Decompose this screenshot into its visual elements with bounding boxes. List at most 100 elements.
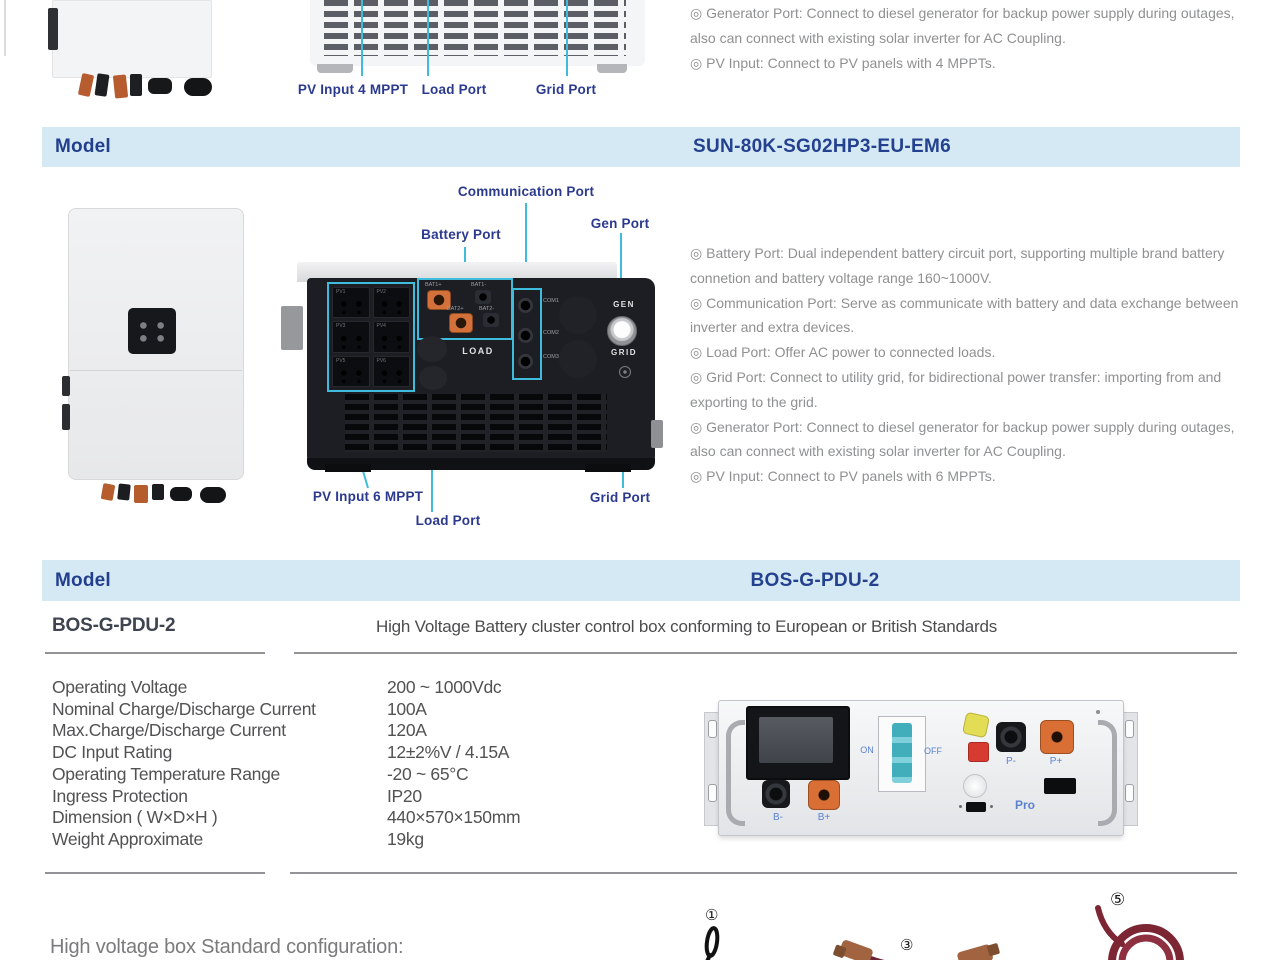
screw: [990, 805, 993, 808]
red-button: [968, 742, 989, 762]
divider: [45, 652, 265, 654]
foot: [317, 64, 353, 73]
divider: [294, 652, 1237, 654]
divider: [290, 872, 1237, 874]
gen-word: GEN: [613, 300, 635, 309]
bullet-generator-port: ◎ Generator Port: Connect to diesel gene…: [690, 5, 1235, 46]
com1-port: [518, 298, 533, 313]
vent-grille: [345, 394, 607, 452]
ground-screw: [619, 366, 631, 378]
page-left-edge-line: [4, 0, 6, 56]
battery-highlight-box: BAT1+ BAT1- BAT2+ BAT2-: [417, 278, 513, 340]
knockout-hole: [417, 336, 447, 362]
bullet-grid-port: ◎ Grid Port: Connect to utility grid, fo…: [690, 368, 1222, 410]
com2-label: COM2: [543, 330, 559, 336]
pv-connector: PV3: [332, 321, 370, 353]
breaker-switch: [878, 716, 926, 792]
pv-connector: PV2: [372, 287, 410, 319]
inverter-rear-panel-photo: PV1 PV2 PV3 PV4 PV5 PV6 BAT1+ BAT1- BAT2…: [281, 262, 665, 472]
bat1-minus-label: BAT1-: [471, 282, 487, 288]
label-grid-port-top: Grid Port: [535, 82, 597, 97]
callout-load-port: Load Port: [415, 513, 481, 528]
foot: [325, 464, 371, 472]
bat2-minus-label: BAT2-: [479, 306, 495, 312]
dc-connector: [100, 483, 116, 501]
ear-slot: [708, 720, 717, 738]
config-title: High voltage box Standard configuration:: [50, 936, 404, 958]
model-bar-pdu: Model BOS-G-PDU-2: [42, 560, 1240, 601]
com-highlight-box: [512, 288, 542, 380]
com3-label: COM3: [543, 354, 559, 360]
dc-connector: [130, 74, 142, 96]
model-number: SUN-80K-SG02HP3-EU-EM6: [693, 136, 951, 157]
model-label: Model: [55, 569, 111, 591]
knockout-hole: [559, 340, 597, 378]
cable-tie-icon: [704, 926, 720, 960]
bat2-minus-terminal: [483, 313, 499, 327]
com1-label: COM1: [543, 298, 559, 304]
ear-slot: [1125, 784, 1134, 802]
handle-left: [726, 720, 745, 826]
ac-connector: [184, 78, 212, 96]
inverter-side-bracket: [48, 8, 58, 50]
knockout-hole: [419, 366, 447, 390]
inverter-display: [128, 308, 176, 354]
ear-slot: [1125, 720, 1134, 738]
model-number: BOS-G-PDU-2: [750, 569, 880, 591]
handle-right: [1098, 720, 1117, 826]
model-label: Model: [55, 136, 111, 157]
comm-port: [1044, 778, 1076, 794]
p-minus-label: P-: [1006, 756, 1016, 767]
divider: [45, 872, 265, 874]
model-bar-sun80k: Model SUN-80K-SG02HP3-EU-EM6: [42, 127, 1240, 167]
callout-gen-port: Gen Port: [590, 216, 650, 231]
dc-connector: [152, 484, 164, 500]
table-header-name: BOS-G-PDU-2: [52, 615, 176, 636]
callout-line: [361, 0, 363, 76]
coiled-cable-icon: [1095, 905, 1184, 960]
vent-grille: [322, 0, 626, 56]
gen-connector: [607, 316, 637, 346]
inverter-front-photo: [62, 208, 244, 503]
accessory-number-1: ①: [705, 907, 719, 924]
dc-connector: [94, 73, 110, 97]
screw: [959, 805, 962, 808]
off-label: OFF: [924, 746, 942, 756]
dc-connector: [134, 485, 148, 503]
bat1-plus-terminal: [427, 290, 451, 310]
callout-grid-port: Grid Port: [589, 490, 651, 505]
label-load-port-top: Load Port: [421, 82, 487, 97]
callout-battery-port: Battery Port: [421, 227, 501, 242]
bat2-plus-terminal: [449, 313, 473, 333]
load-word: LOAD: [462, 346, 494, 356]
dc-connector: [112, 74, 129, 99]
ear-slot: [708, 784, 717, 802]
b-plus-connector: [808, 780, 840, 810]
pdu-photo: B- B+ ON OFF P- P+ Pro: [700, 694, 1140, 842]
dc-connector: [117, 483, 131, 501]
bullet-generator-port: ◎ Generator Port: Connect to diesel gene…: [690, 418, 1235, 460]
side-bracket: [281, 306, 303, 350]
grid-word: GRID: [611, 348, 637, 357]
com3-port: [518, 354, 533, 369]
callout-pv-input-6mppt: PV Input 6 MPPT: [312, 489, 424, 504]
pro-label: Pro: [1014, 798, 1036, 812]
p-plus-label: P+: [1049, 756, 1063, 767]
pv-input-highlight-box: PV1 PV2 PV3 PV4 PV5 PV6: [327, 282, 415, 392]
on-label: ON: [860, 745, 874, 755]
inverter-bottom-photo: [310, 0, 645, 92]
screw: [1096, 710, 1100, 714]
round-button: [963, 774, 987, 798]
pv-connector: PV1: [332, 287, 370, 319]
bullet-pv-input: ◎ PV Input: Connect to PV panels with 4 …: [690, 55, 996, 71]
accessory-number-3: ③: [900, 937, 914, 954]
bat2-plus-label: BAT2+: [447, 306, 464, 312]
spec-row: Operating Temperature Range-20 ~ 65°C: [52, 763, 469, 784]
b-minus-label: B-: [773, 812, 783, 823]
